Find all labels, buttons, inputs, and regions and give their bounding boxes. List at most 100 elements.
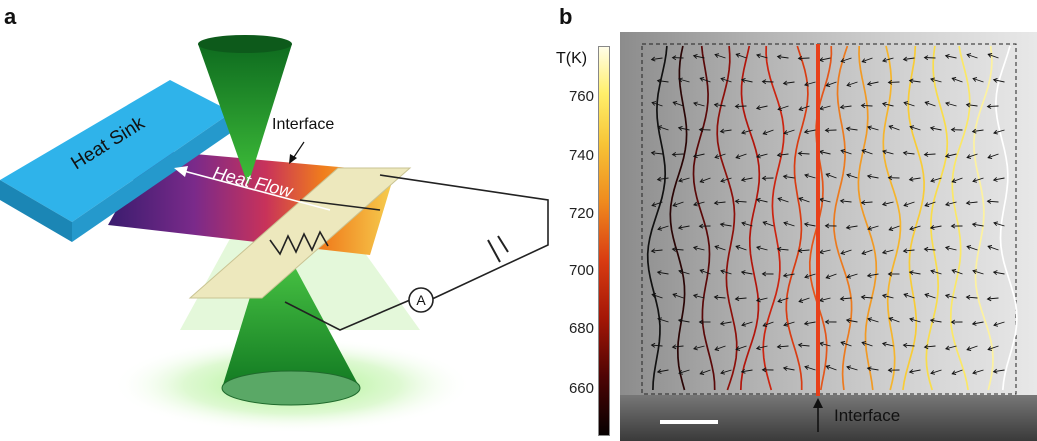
flux-arrow <box>846 127 858 131</box>
flux-arrowhead <box>846 273 852 279</box>
flux-arrow <box>924 57 936 59</box>
flux-arrow <box>798 197 810 203</box>
flux-arrowhead <box>825 173 831 178</box>
flux-arrowhead <box>797 248 803 254</box>
flux-arrowhead <box>951 178 957 183</box>
flux-arrowhead <box>803 222 809 227</box>
flux-arrowhead <box>740 270 746 276</box>
flux-arrow <box>882 294 894 299</box>
flux-arrowhead <box>782 366 788 371</box>
flux-arrowhead <box>804 81 809 87</box>
flux-arrowhead <box>965 294 971 300</box>
flux-arrow <box>735 200 747 203</box>
flux-arrowhead <box>719 320 725 326</box>
flux-arrowhead <box>783 321 789 327</box>
flux-arrowhead <box>881 101 887 107</box>
flux-arrow <box>720 369 732 374</box>
flux-arrowhead <box>783 221 789 226</box>
flux-arrowhead <box>861 341 867 346</box>
flux-arrowhead <box>945 101 950 107</box>
flux-arrow <box>867 367 879 371</box>
flux-arrow <box>798 297 810 303</box>
flux-arrow <box>909 271 921 275</box>
flux-arrow <box>840 149 852 155</box>
flux-arrowhead <box>740 177 746 182</box>
flux-arrowhead <box>930 269 936 275</box>
flux-arrowhead <box>776 152 782 158</box>
flux-arrow <box>783 273 795 277</box>
flux-arrowhead <box>951 77 957 82</box>
flux-arrow <box>993 79 1005 83</box>
flux-arrowhead <box>930 177 935 183</box>
flux-arrowhead <box>929 225 935 230</box>
flux-arrowhead <box>987 245 993 250</box>
flux-arrowhead <box>866 174 872 179</box>
flux-arrowhead <box>720 178 726 183</box>
isotherm-line <box>762 45 785 391</box>
flux-arrow <box>952 177 963 183</box>
heat-flow-arrowhead <box>174 166 188 177</box>
flux-arrow <box>777 105 789 110</box>
flux-arrowhead <box>908 176 914 182</box>
flux-arrow <box>909 80 921 83</box>
flux-arrowhead <box>699 178 705 183</box>
flux-arrowhead <box>740 368 746 374</box>
flux-arrowhead <box>903 293 909 298</box>
flux-arrowhead <box>824 319 830 325</box>
flux-arrow <box>819 57 831 61</box>
flux-arrow <box>867 225 879 230</box>
flux-arrow <box>826 365 837 371</box>
heat-sink-top <box>0 80 232 222</box>
flux-arrow <box>678 319 690 323</box>
flux-arrow <box>741 321 753 326</box>
panel-a-schematic: A Heat Sink Heat Flow <box>0 35 549 433</box>
flux-arrowhead <box>951 370 957 375</box>
flux-arrow <box>952 369 963 375</box>
flux-arrow <box>987 200 999 203</box>
flux-arrow <box>657 126 669 131</box>
flux-arrow <box>735 153 747 159</box>
flux-arrowhead <box>734 198 740 204</box>
flux-arrow <box>924 293 936 299</box>
flux-arrowhead <box>888 226 894 231</box>
colorbar-tick-740: 740 <box>568 147 594 164</box>
flux-arrowhead <box>909 317 915 323</box>
flux-arrow <box>993 369 1005 373</box>
flux-arrow <box>882 57 894 62</box>
flux-arrowhead <box>987 154 993 159</box>
flux-arrowhead <box>677 125 683 131</box>
flux-arrowhead <box>825 82 831 87</box>
flux-arrow <box>651 57 663 61</box>
flux-arrowhead <box>867 317 873 323</box>
flux-arrowhead <box>692 153 698 159</box>
flux-arrow <box>798 57 810 59</box>
flux-arrowhead <box>909 225 915 231</box>
flux-arrowhead <box>861 149 867 154</box>
flux-arrow <box>651 293 663 299</box>
flux-arrowhead <box>972 178 978 183</box>
flux-arrow <box>741 177 753 181</box>
flux-arrowhead <box>825 365 831 370</box>
flux-arrow <box>700 177 711 183</box>
flux-arrowhead <box>860 294 866 300</box>
flux-arrow <box>777 248 789 251</box>
isotherm-contours <box>646 45 1018 391</box>
flux-arrow <box>756 297 768 302</box>
flux-arrowhead <box>972 269 978 275</box>
flux-arrow <box>993 177 1005 181</box>
flux-arrowhead <box>713 102 719 108</box>
flux-arrow <box>882 103 894 107</box>
flux-arrow <box>945 294 957 299</box>
flux-arrow <box>756 54 768 59</box>
flux-arrow <box>930 78 942 83</box>
flux-arrowhead <box>657 317 663 323</box>
flux-arrowhead <box>902 150 908 156</box>
flux-arrow <box>966 296 978 299</box>
flux-arrowhead <box>698 319 704 325</box>
flux-arrowhead <box>930 77 935 83</box>
flux-arrow <box>966 54 978 59</box>
flux-arrow <box>672 293 684 299</box>
flux-arrow <box>867 273 879 277</box>
flux-arrow <box>714 54 726 59</box>
flux-arrow <box>861 104 873 107</box>
